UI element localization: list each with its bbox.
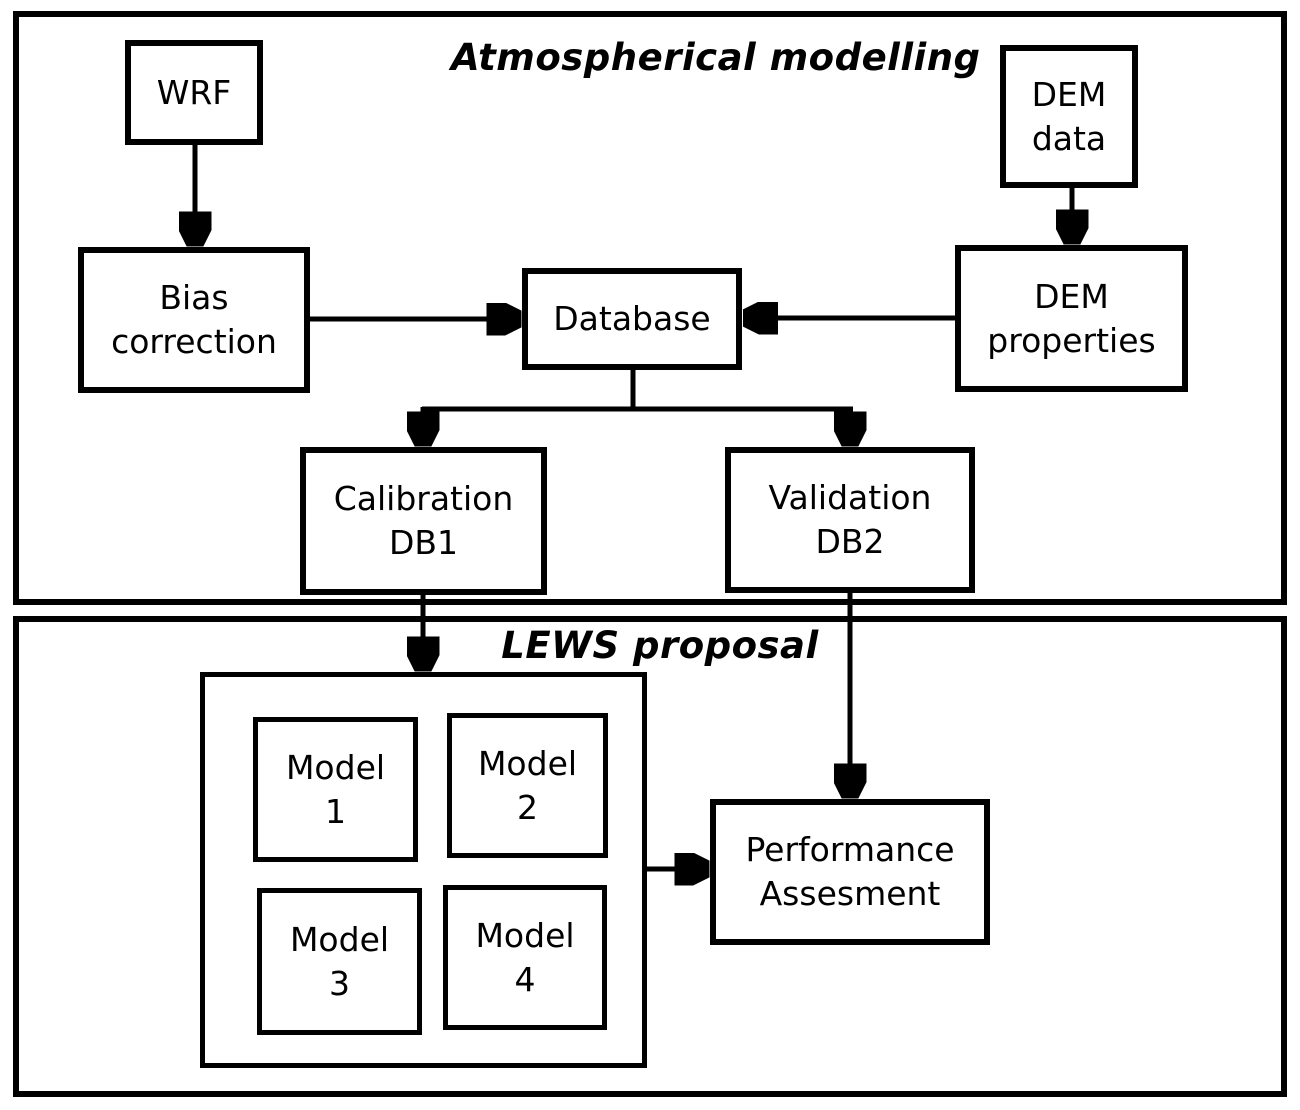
section-title-lews-proposal: LEWS proposal: [501, 624, 819, 667]
section-title-atmospherical-modelling: Atmospherical modelling: [451, 36, 981, 79]
node-dem-data: DEM data: [1000, 45, 1138, 188]
node-performance-assesment: Performance Assesment: [710, 799, 990, 945]
node-bias-correction: Bias correction: [78, 247, 310, 393]
section-atmospherical-modelling: [13, 11, 1287, 605]
node-model-4: Model 4: [443, 885, 607, 1030]
node-database: Database: [522, 268, 742, 370]
node-dem-properties: DEM properties: [955, 245, 1188, 392]
node-validation-db2: Validation DB2: [725, 447, 975, 593]
node-calibration-db1: Calibration DB1: [300, 447, 547, 595]
node-model-1: Model 1: [253, 717, 418, 862]
node-model-3: Model 3: [257, 888, 422, 1035]
node-model-2: Model 2: [447, 713, 608, 858]
node-wrf: WRF: [125, 40, 263, 145]
section-lews-proposal: [13, 616, 1287, 1097]
